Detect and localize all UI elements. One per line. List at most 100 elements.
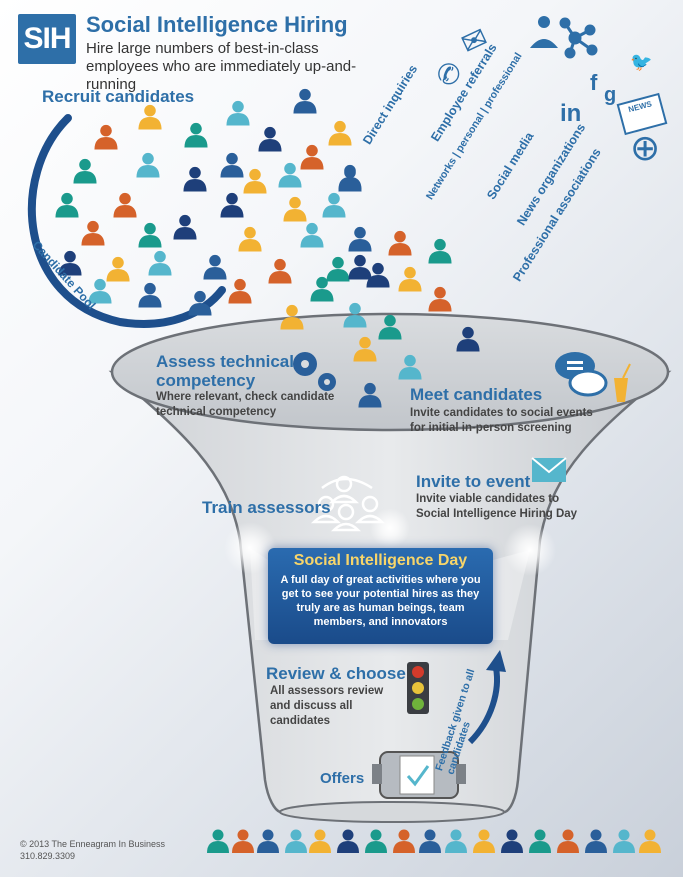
person-icon <box>378 314 402 340</box>
person-icon <box>343 302 367 328</box>
page-title: Social Intelligence Hiring <box>86 12 348 37</box>
person-icon <box>258 126 282 152</box>
person-icon <box>393 829 415 853</box>
person-icon <box>138 222 162 248</box>
person-icon <box>428 286 452 312</box>
assess-desc: Where relevant, check candidate technica… <box>156 391 335 418</box>
candidate-pool-arc <box>27 114 226 328</box>
person-icon <box>613 829 635 853</box>
footer-copyright: © 2013 The Enneagram In Business <box>20 839 166 849</box>
person-icon <box>55 192 79 218</box>
person-icon <box>338 164 362 190</box>
spotlight-left <box>224 522 276 574</box>
person-icon <box>81 220 105 246</box>
person-icon <box>300 222 324 248</box>
spotlight-mid <box>370 508 410 548</box>
person-icon <box>353 336 377 362</box>
sih-logo: SIH <box>18 14 76 64</box>
person-icon <box>358 382 382 408</box>
person-icon <box>228 278 252 304</box>
twitter-icon: 🐦 <box>630 52 653 72</box>
invite-desc: Invite viable candidates to Social Intel… <box>416 493 578 520</box>
chat-bubbles-icon <box>555 352 608 397</box>
person-icon <box>113 192 137 218</box>
person-icon <box>283 196 307 222</box>
person-icon <box>226 100 250 126</box>
meet-title: Meet candidates <box>410 385 543 404</box>
person-icon <box>300 144 324 170</box>
person-icon <box>322 192 346 218</box>
review-desc: All assessors review and discuss all can… <box>270 685 384 727</box>
person-icon <box>220 152 244 178</box>
person-icon <box>585 829 607 853</box>
sid-desc: A full day of great activities where you… <box>280 574 481 628</box>
traffic-light-icon <box>407 662 429 714</box>
person-icon <box>184 122 208 148</box>
person-icon <box>243 168 267 194</box>
person-icon <box>285 829 307 853</box>
person-icon <box>106 256 130 282</box>
meet-desc: Invite candidates to social events for i… <box>410 407 593 434</box>
spotlight-right <box>504 524 556 576</box>
person-icon <box>419 829 441 853</box>
person-icon <box>220 192 244 218</box>
feedback-arrow <box>467 667 500 745</box>
facebook-icon: f <box>590 70 598 95</box>
offers-title: Offers <box>320 770 365 787</box>
person-icon <box>88 278 112 304</box>
gears-icon <box>293 352 336 391</box>
person-icon <box>73 158 97 184</box>
network-icon <box>559 17 598 59</box>
footer-phone: 310.829.3309 <box>20 851 76 861</box>
page-subtitle: Hire large numbers of best-in-class empl… <box>86 40 357 93</box>
person-icon <box>268 258 292 284</box>
person-icon <box>388 230 412 256</box>
light-beam-right <box>493 550 530 640</box>
person-icon <box>188 290 212 316</box>
person-icon <box>94 124 118 150</box>
person-icon <box>207 829 229 853</box>
person-icon <box>293 88 317 114</box>
person-icon <box>365 829 387 853</box>
funnel-bottom <box>279 801 505 823</box>
social-intelligence-day-box: Social Intelligence Day A full day of gr… <box>268 548 493 644</box>
person-icon <box>366 262 390 288</box>
train-title: Train assessors <box>202 498 331 517</box>
assess-title: Assess technical competency <box>156 352 294 390</box>
sid-title: Social Intelligence Day <box>293 552 468 569</box>
person-icon <box>529 829 551 853</box>
person-icon <box>398 354 422 380</box>
person-icon <box>278 162 302 188</box>
review-title: Review & choose <box>266 664 406 683</box>
drink-icon <box>614 363 631 402</box>
person-icon <box>183 166 207 192</box>
person-icon <box>326 256 350 282</box>
person-icon <box>257 829 279 853</box>
recruit-candidates-heading: Recruit candidates <box>42 87 195 106</box>
person-icon <box>136 152 160 178</box>
person-icon <box>348 254 372 280</box>
person-icon <box>445 829 467 853</box>
google-icon: g <box>604 84 617 106</box>
person-icon <box>173 214 197 240</box>
assessors-icon <box>310 475 386 532</box>
envelope-icon <box>531 457 567 482</box>
person-icon <box>148 250 172 276</box>
person-icon <box>337 829 359 853</box>
person-icon <box>309 829 331 853</box>
person-icon <box>138 104 162 130</box>
invite-title: Invite to event <box>416 472 531 491</box>
network-graphics <box>530 16 598 59</box>
globe-icon: ⊕ <box>630 127 661 168</box>
funnel-rim <box>110 312 670 432</box>
person-icon <box>473 829 495 853</box>
person-icon <box>639 829 661 853</box>
person-icon <box>58 250 82 276</box>
person-icon <box>557 829 579 853</box>
light-beam-left <box>250 548 268 640</box>
person-icon <box>328 120 352 146</box>
phone-icon: ✆ <box>437 59 461 90</box>
person-icon <box>280 304 304 330</box>
person-icon <box>238 226 262 252</box>
